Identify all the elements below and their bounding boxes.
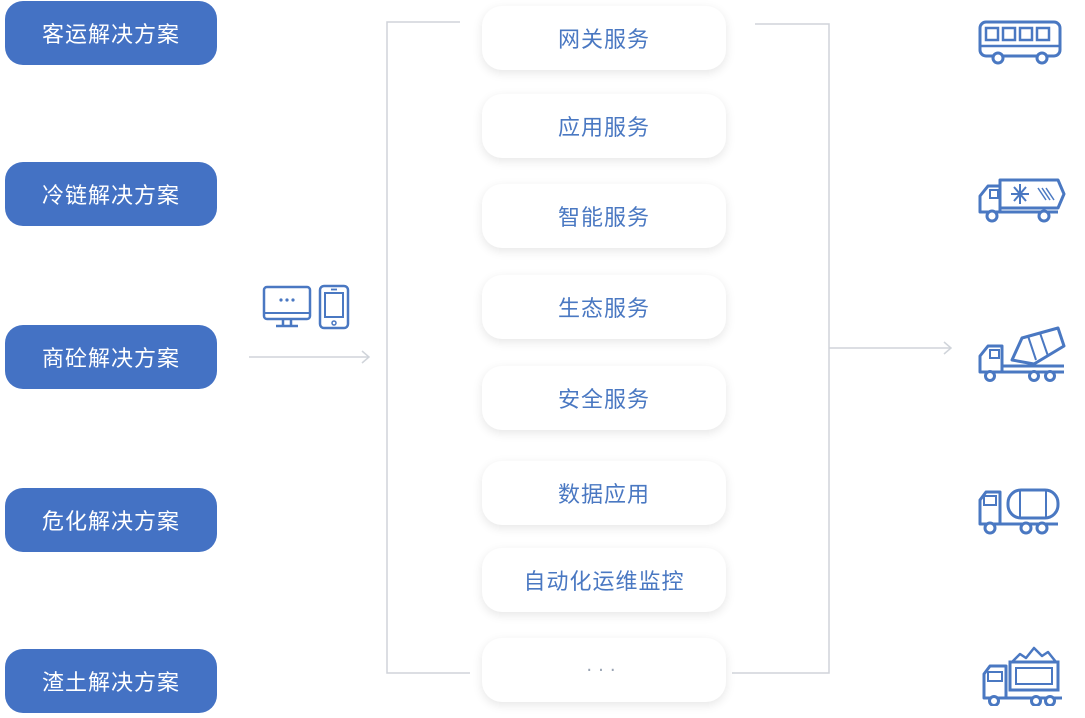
service-data-application[interactable]: 数据应用 <box>482 461 726 525</box>
service-ops-monitoring[interactable]: 自动化运维监控 <box>482 548 726 612</box>
service-security[interactable]: 安全服务 <box>482 366 726 430</box>
service-ecosystem[interactable]: 生态服务 <box>482 275 726 339</box>
phone-icon <box>318 284 350 330</box>
service-application[interactable]: 应用服务 <box>482 94 726 158</box>
service-intelligence[interactable]: 智能服务 <box>482 184 726 248</box>
concrete-mixer-truck-icon <box>978 326 1066 382</box>
solution-muck[interactable]: 渣土解决方案 <box>5 649 217 713</box>
service-gateway[interactable]: 网关服务 <box>482 6 726 70</box>
solution-concrete[interactable]: 商砼解决方案 <box>5 325 217 389</box>
desktop-icon <box>262 285 312 328</box>
solution-hazmat[interactable]: 危化解决方案 <box>5 488 217 552</box>
bus-icon <box>978 20 1062 65</box>
tanker-truck-icon <box>978 488 1060 535</box>
refrigerated-truck-icon <box>978 178 1066 223</box>
dump-truck-icon <box>982 646 1062 706</box>
service-more[interactable]: ··· <box>482 638 726 702</box>
solution-passenger[interactable]: 客运解决方案 <box>5 1 217 65</box>
solution-cold-chain[interactable]: 冷链解决方案 <box>5 162 217 226</box>
